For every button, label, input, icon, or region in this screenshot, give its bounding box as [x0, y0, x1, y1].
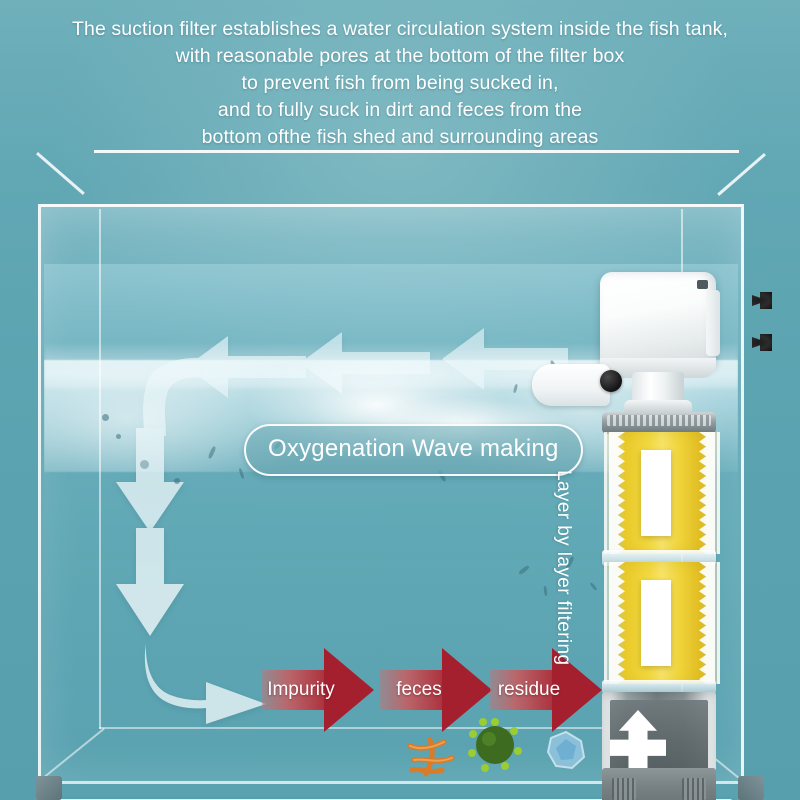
bubble — [140, 460, 149, 469]
red-arrow-head — [442, 648, 492, 732]
device-base — [602, 768, 716, 800]
red-arrow-shaft — [380, 670, 454, 710]
red-arrow-label: Impurity — [267, 679, 335, 700]
outlet-nozzle — [532, 364, 610, 406]
filter-chamber-upper — [604, 432, 720, 554]
header-line-4: and to fully suck in dirt and feces from… — [217, 99, 583, 121]
bubble — [102, 414, 109, 421]
intake-vent-left — [612, 778, 636, 800]
header-description: The suction filter establishes a water c… — [0, 16, 800, 151]
red-arrow-label: residue — [497, 679, 561, 700]
algae-blob-debris-icon — [468, 718, 522, 772]
filter-cap-ribbed — [602, 412, 716, 434]
crystal-debris-icon — [546, 730, 586, 770]
header-line-1: The suction filter establishes a water c… — [71, 18, 729, 40]
bubble — [174, 478, 180, 484]
red-arrow-shaft — [262, 670, 336, 710]
chamber-divider-lower — [602, 680, 716, 694]
sponge-edge-left — [609, 562, 625, 684]
debris-fleck — [518, 564, 530, 576]
oxygenation-badge: Oxygenation Wave making — [244, 424, 583, 476]
red-arrow-head — [552, 648, 602, 732]
bubble — [116, 434, 121, 439]
pump-power-button[interactable] — [697, 280, 708, 289]
oxygenation-badge-label: Oxygenation Wave making — [268, 435, 559, 462]
upflow-arrow-lower — [641, 580, 671, 666]
header-line-2: with reasonable pores at the bottom of t… — [175, 45, 625, 67]
red-arrow-label: feces — [396, 679, 442, 700]
red-arrow-head — [324, 648, 374, 732]
upflow-arrow-upper — [641, 450, 671, 536]
filter-chamber-lower — [604, 562, 720, 684]
red-arrow-impurity: Impurity — [262, 648, 374, 732]
red-arrow-residue: residue — [490, 648, 602, 732]
pump-head — [600, 272, 720, 378]
intake-vent-right — [682, 778, 706, 800]
tank-rim-top-edge — [94, 150, 739, 209]
suction-filter-device — [532, 262, 772, 800]
layer-filtering-label: Layer by layer filtering — [552, 470, 574, 665]
red-arrow-feces: feces — [380, 648, 492, 732]
pump-mount-plate — [706, 290, 720, 356]
header-line-3: to prevent fish from being sucked in, — [241, 72, 559, 94]
sponge-edge-right — [699, 432, 715, 554]
layer-filtering-text: Layer by layer filtering — [553, 470, 574, 666]
red-arrow-shaft — [490, 670, 564, 710]
tank-inner-edge-left — [99, 209, 101, 729]
sponge-edge-right — [699, 562, 715, 684]
tank-foot-left — [36, 776, 62, 800]
worms-debris-icon — [407, 737, 455, 777]
intake-grille — [610, 700, 708, 772]
debris-fleck — [543, 585, 548, 597]
flow-adjust-knob[interactable] — [600, 370, 622, 392]
tank-foot-right — [738, 776, 764, 800]
header-line-5: bottom ofthe fish shed and surrounding a… — [201, 126, 599, 148]
contaminant-flow-row: Impurity feces residue — [262, 648, 602, 732]
sponge-edge-left — [609, 432, 625, 554]
tank-floor-rear-line — [99, 727, 685, 729]
